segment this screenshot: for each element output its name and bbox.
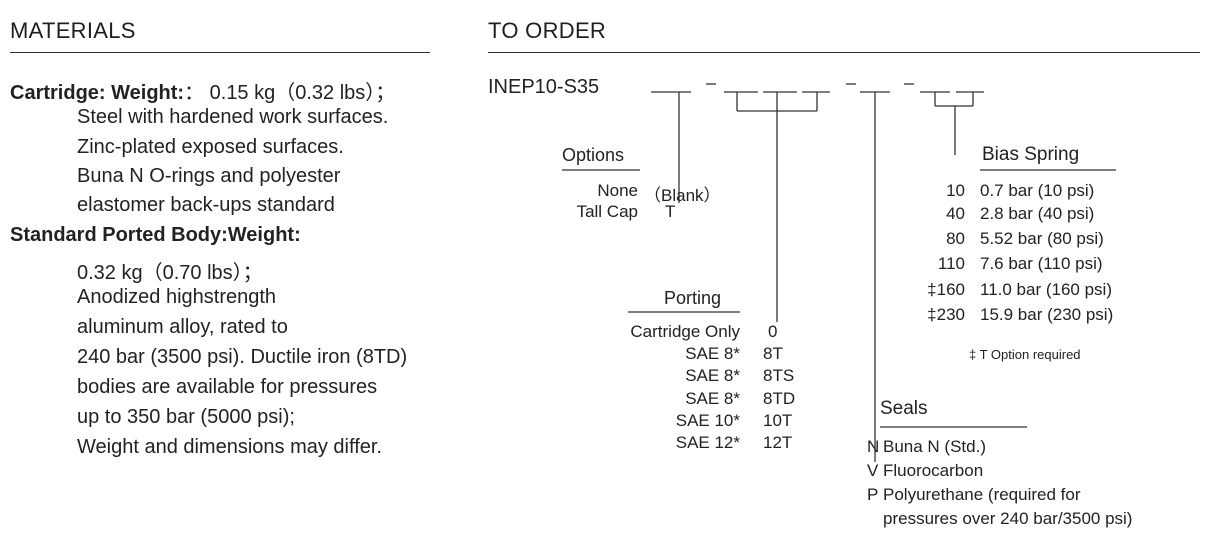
porting-row-code: 8TS <box>763 366 795 385</box>
seals-code: P <box>867 485 879 504</box>
materials-line: aluminum alloy, rated to <box>77 316 288 338</box>
porting-row-label: SAE 8* <box>685 344 740 363</box>
porting-row-code: 8T <box>763 344 783 363</box>
materials-label-cartridge: Cartridge: Weight: <box>10 82 185 104</box>
bias-spring-value: 2.8 bar (40 psi) <box>980 204 1095 223</box>
materials-line: Anodized highstrength <box>77 286 277 308</box>
options-title: Options <box>562 145 625 165</box>
materials-line: 240 bar (3500 psi). Ductile iron (8TD) <box>77 346 408 368</box>
materials-body: Cartridge: Weight:： 0.15 kg（0.32 lbs）； S… <box>10 76 480 516</box>
bias-spring-code: ‡160 <box>927 280 965 299</box>
materials-line: elastomer back-ups standard <box>77 194 335 216</box>
materials-line: Zinc-plated exposed surfaces. <box>77 136 344 158</box>
options-row-label: Tall Cap <box>576 202 638 221</box>
porting-row-code: 12T <box>763 433 793 452</box>
porting-row-label: SAE 8* <box>685 389 740 408</box>
materials-line: Steel with hardened work surfaces. <box>77 106 389 128</box>
bias-spring-value: 15.9 bar (230 psi) <box>980 305 1114 324</box>
materials-text: ： 0.15 kg（0.32 lbs）； <box>184 82 396 104</box>
options-row-code: T <box>665 202 676 221</box>
materials-line: up to 350 bar (5000 psi); <box>77 406 295 428</box>
materials-line-body: Standard Ported Body:Weight: <box>10 224 301 247</box>
materials-heading: MATERIALS <box>10 18 136 43</box>
materials-line: bodies are available for pressures <box>77 376 378 398</box>
bias-spring-note: ‡ T Option required <box>969 347 1081 362</box>
materials-line: Weight and dimensions may differ. <box>77 436 382 458</box>
porting-row-label: Cartridge Only <box>630 322 740 341</box>
seals-value: Polyurethane (required for <box>883 485 1081 504</box>
porting-row-code: 8TD <box>763 389 796 408</box>
model-code: INEP10-S35 <box>488 76 600 98</box>
materials-label-body: Standard Ported Body:Weight: <box>10 224 301 246</box>
bias-spring-value: 5.52 bar (80 psi) <box>980 229 1104 248</box>
seals-code: V <box>867 461 879 480</box>
porting-row-code: 10T <box>763 411 793 430</box>
bias-spring-code: ‡230 <box>927 305 965 324</box>
bias-spring-value: 7.6 bar (110 psi) <box>980 254 1103 273</box>
to-order-rule <box>488 52 1200 53</box>
bias-spring-value: 11.0 bar (160 psi) <box>980 280 1112 299</box>
to-order-heading: TO ORDER <box>488 18 607 43</box>
bias-spring-code: 80 <box>946 229 965 248</box>
seals-value: Buna N (Std.) <box>883 437 986 456</box>
options-row-code: （Blank） <box>644 186 721 205</box>
bias-spring-value: 0.7 bar (10 psi) <box>980 181 1095 200</box>
seals-title: Seals <box>880 398 928 419</box>
options-row-label: None <box>597 181 638 200</box>
seals-code: N <box>867 437 880 456</box>
materials-line-cartridge: Cartridge: Weight:： 0.15 kg（0.32 lbs）； <box>10 76 395 105</box>
bias-spring-code: 10 <box>946 181 965 200</box>
bias-spring-title: Bias Spring <box>982 144 1080 165</box>
porting-row-label: SAE 10* <box>675 411 740 430</box>
seals-value: pressures over 240 bar/3500 psi) <box>883 509 1133 528</box>
porting-row-label: SAE 12* <box>675 433 740 452</box>
bias-spring-code: 110 <box>937 254 965 273</box>
porting-row-code: 0 <box>768 322 778 341</box>
porting-row-label: SAE 8* <box>685 366 740 385</box>
materials-line: 0.32 kg（0.70 lbs）； <box>77 262 263 284</box>
bias-spring-code: 40 <box>946 204 965 223</box>
porting-title: Porting <box>664 288 722 308</box>
seals-value: Fluorocarbon <box>883 461 984 480</box>
materials-line: Buna N O-rings and polyester <box>77 165 341 187</box>
materials-rule <box>10 52 430 53</box>
